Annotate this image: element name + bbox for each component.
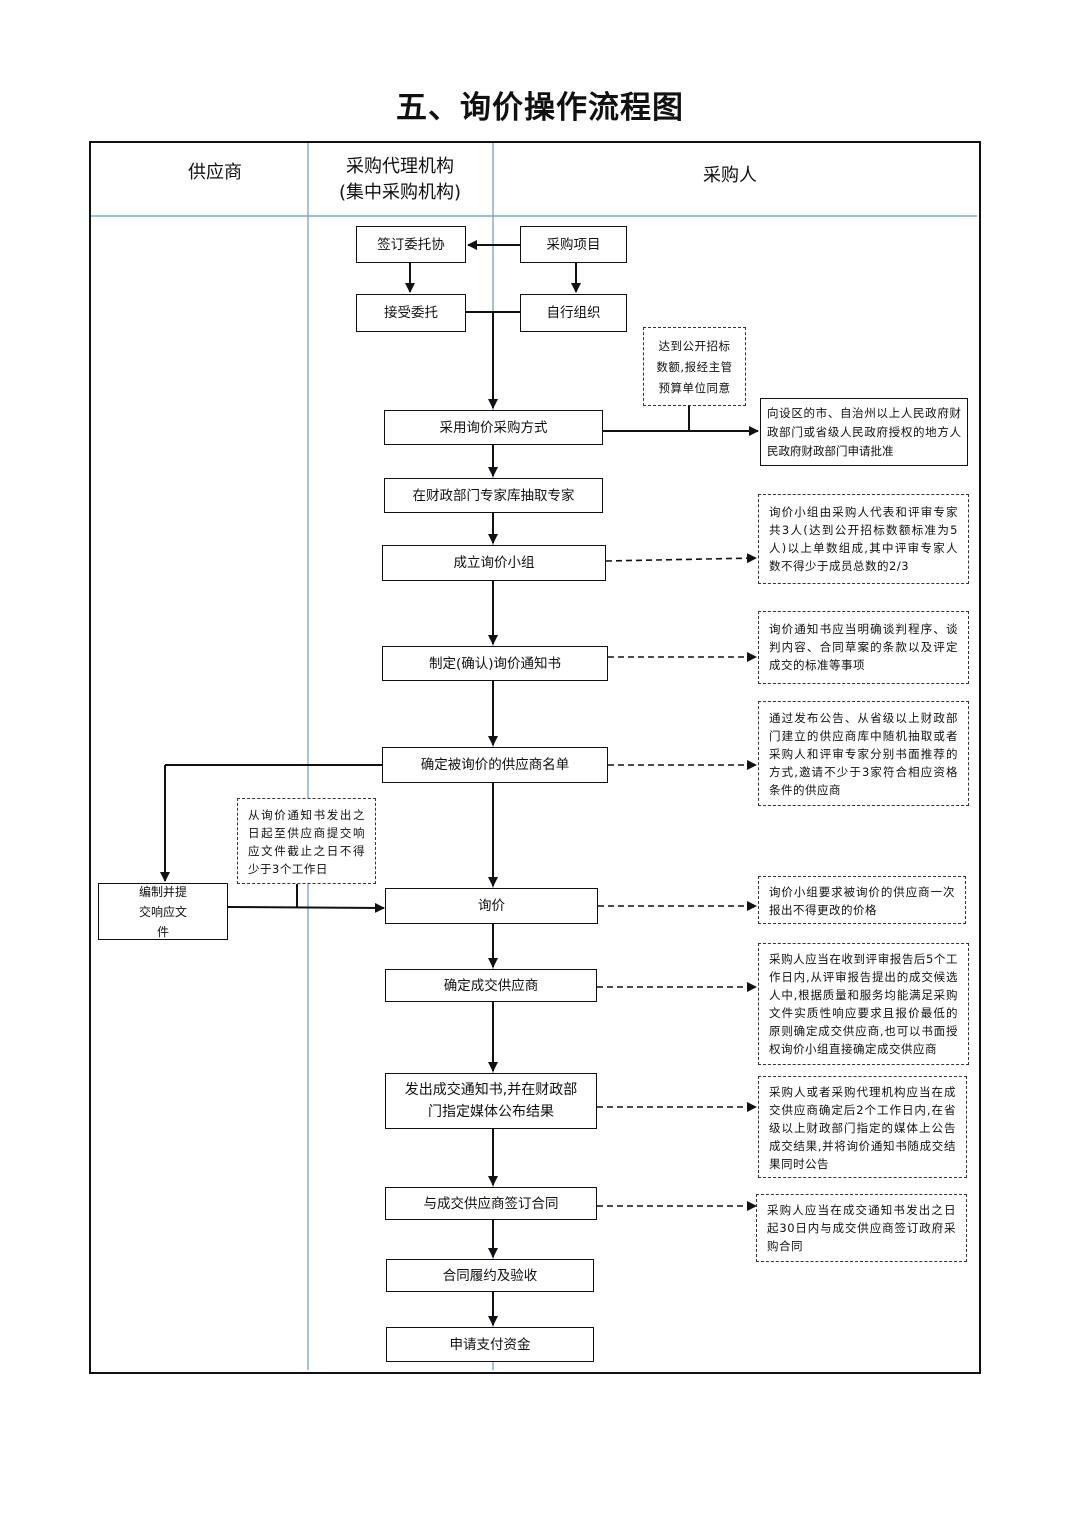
issue-notice-box: 发出成交通知书,并在财政部门指定媒体公布结果 (385, 1073, 597, 1129)
perform-accept-box: 合同履约及验收 (386, 1259, 594, 1292)
deadline-rule-note: 从询价通知书发出之日起至供应商提交响应文件截止之日不得少于3个工作日 (237, 798, 376, 884)
page-title: 五、询价操作流程图 (396, 90, 684, 126)
lane-header-agency: 采购代理机构 (集中采购机构) (325, 154, 475, 206)
notice-rule-note: 询价通知书应当明确谈判程序、谈判内容、合同草案的条款以及评定成交的标准等事项 (758, 611, 969, 684)
confirm-winner-box: 确定成交供应商 (385, 969, 597, 1002)
winner-rule-note: 采购人应当在收到评审报告后5个工作日内,从评审报告提出的成交候选人中,根据质量和… (758, 943, 969, 1065)
draw-experts-box: 在财政部门专家库抽取专家 (384, 478, 603, 513)
lane-header-supplier: 供应商 (188, 162, 242, 183)
group-rule-note: 询价小组由采购人代表和评审专家共3人(达到公开招标数额标准为5人)以上单数组成,… (758, 494, 969, 584)
approval-box: 向设区的市、自治州以上人民政府财政部门或省级人民政府授权的地方人民政府财政部门申… (760, 398, 968, 466)
prepare-response-box: 编制并提交响应文件 (98, 883, 228, 940)
procurement-project-box: 采购项目 (520, 226, 627, 263)
prepare-response-label: 编制并提交响应文件 (138, 884, 187, 939)
lane-header-purchaser: 采购人 (703, 165, 757, 186)
self-organize-box: 自行组织 (520, 294, 627, 332)
threshold-note: 达到公开招标数额,报经主管预算单位同意 (643, 327, 746, 406)
confirm-suppliers-box: 确定被询价的供应商名单 (382, 747, 608, 783)
flowchart-frame (89, 141, 981, 1374)
lane-header-agency-line2: (集中采购机构) (338, 182, 462, 203)
sign-contract-box: 与成交供应商签订合同 (385, 1187, 597, 1220)
lane-header-agency-line1: 采购代理机构 (346, 156, 454, 177)
form-group-box: 成立询价小组 (382, 545, 606, 581)
adopt-inquiry-box: 采用询价采购方式 (384, 410, 603, 445)
supplier-rule-note: 通过发布公告、从省级以上财政部门建立的供应商库中随机抽取或者采购人和评审专家分别… (758, 701, 969, 806)
apply-payment-box: 申请支付资金 (386, 1327, 594, 1362)
accept-entrust-box: 接受委托 (356, 294, 466, 332)
quote-rule-note: 询价小组要求被询价的供应商一次报出不得更改的价格 (758, 876, 966, 924)
make-notice-box: 制定(确认)询价通知书 (382, 646, 608, 681)
sign-entrust-box: 签订委托协 (356, 226, 466, 263)
publish-rule-note: 采购人或者采购代理机构应当在成交供应商确定后2个工作日内,在省级以上财政部门指定… (758, 1076, 967, 1178)
issue-notice-label: 发出成交通知书,并在财政部门指定媒体公布结果 (404, 1082, 578, 1120)
contract-rule-note: 采购人应当在成交通知书发出之日起30日内与成交供应商签订政府采购合同 (756, 1194, 967, 1262)
inquiry-box: 询价 (385, 888, 598, 924)
